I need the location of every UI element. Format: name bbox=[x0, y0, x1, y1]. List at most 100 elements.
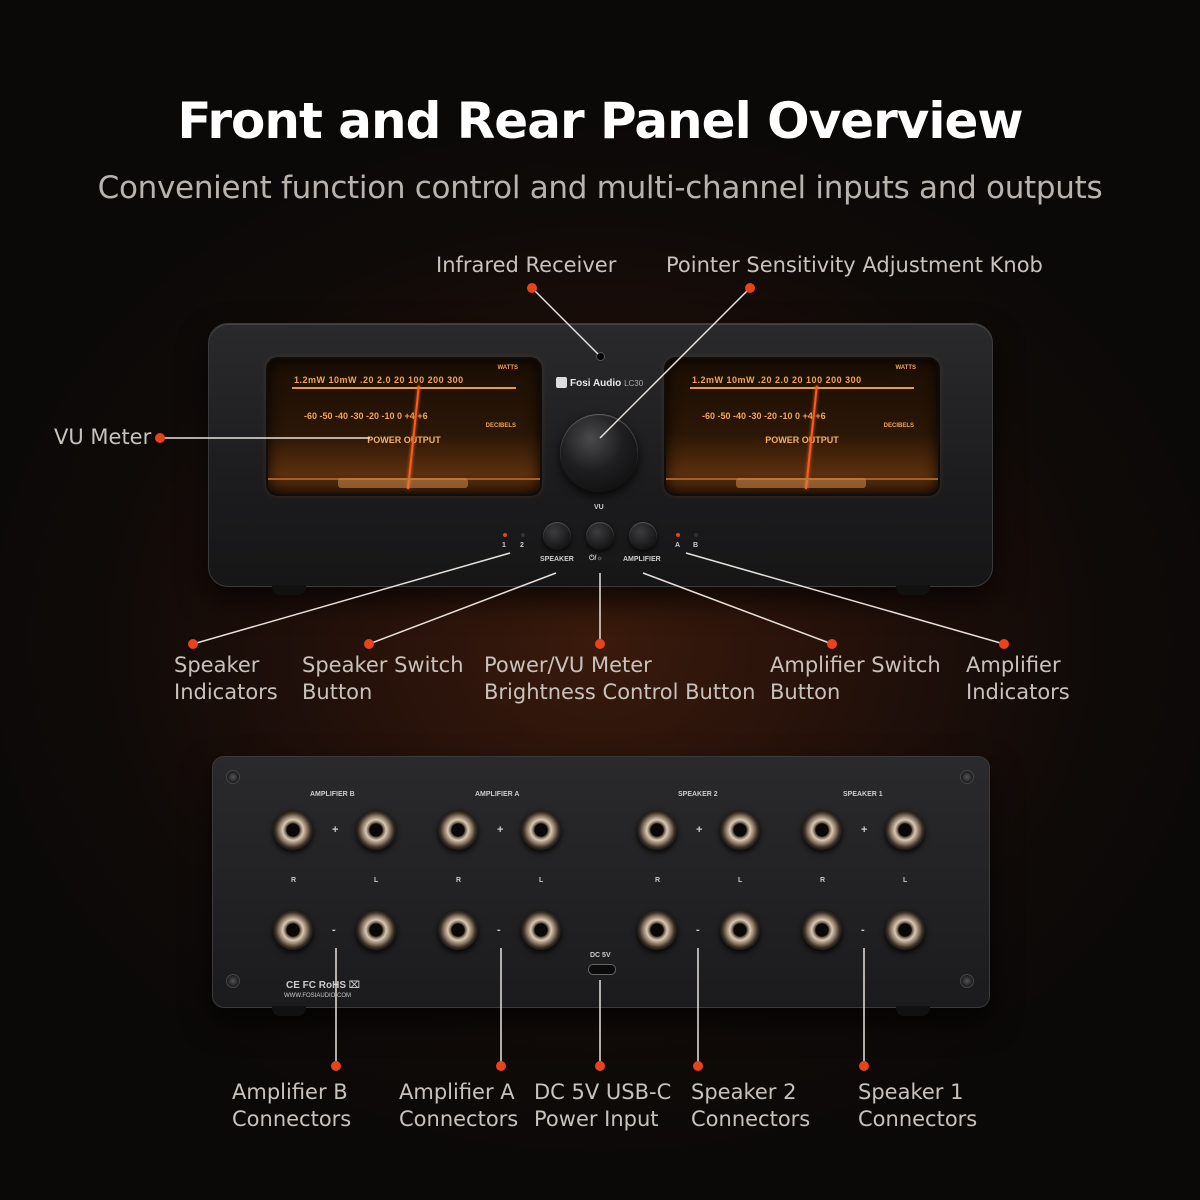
channel-r-label: R bbox=[291, 877, 297, 884]
line-speaker-switch bbox=[368, 572, 557, 645]
dot-speaker-1 bbox=[859, 1061, 869, 1071]
label-vu-meter: VU Meter bbox=[54, 425, 152, 449]
vu-backlight bbox=[338, 478, 468, 488]
binding-post[interactable] bbox=[521, 910, 561, 950]
polarity-minus: - bbox=[497, 924, 501, 936]
binding-post[interactable] bbox=[438, 910, 478, 950]
vu-power-output: POWER OUTPUT bbox=[367, 435, 441, 445]
power-button-label: ⏻/☼ bbox=[589, 555, 603, 562]
binding-post[interactable] bbox=[802, 810, 842, 850]
line-amp-ind bbox=[685, 552, 1005, 645]
vu-decibels-label: DECIBELS bbox=[883, 423, 914, 429]
dot-speaker-switch bbox=[364, 639, 374, 649]
binding-post[interactable] bbox=[521, 810, 561, 850]
line-infrared bbox=[531, 287, 599, 355]
channel-l-label: L bbox=[374, 877, 379, 884]
vu-meter-left: WATTS 1.2mW 10mW .20 2.0 20 100 200 300 … bbox=[266, 357, 542, 496]
screw-icon bbox=[960, 770, 974, 784]
dot-infrared bbox=[527, 283, 537, 293]
amp-led-a bbox=[676, 533, 680, 537]
binding-post[interactable] bbox=[273, 910, 313, 950]
certification-marks: CE FC RoHS ⌧ bbox=[286, 980, 361, 991]
vu-scale-bottom: -60 -50 -40 -30 -20 -10 0 +4 +6 bbox=[304, 411, 428, 421]
binding-post[interactable] bbox=[720, 810, 760, 850]
group-label-speaker-2: SPEAKER 2 bbox=[678, 791, 718, 798]
brand-name: Fosi Audio bbox=[570, 378, 622, 389]
channel-l-label: L bbox=[539, 877, 544, 884]
binding-post[interactable] bbox=[438, 810, 478, 850]
vu-watts-label: WATTS bbox=[895, 365, 916, 371]
dot-vu bbox=[155, 433, 165, 443]
brand-logo-icon bbox=[556, 377, 567, 388]
polarity-plus: + bbox=[497, 824, 504, 836]
vu-arc bbox=[690, 387, 914, 411]
knob-label: VU bbox=[594, 504, 604, 511]
line-knob bbox=[599, 287, 751, 439]
binding-post[interactable] bbox=[273, 810, 313, 850]
binding-post[interactable] bbox=[356, 810, 396, 850]
speaker-led-1 bbox=[503, 533, 507, 537]
vu-meter-right: WATTS 1.2mW 10mW .20 2.0 20 100 200 300 … bbox=[664, 357, 940, 496]
dot-dc bbox=[595, 1061, 605, 1071]
binding-post[interactable] bbox=[356, 910, 396, 950]
line-amp-switch bbox=[642, 572, 833, 645]
dot-knob bbox=[745, 283, 755, 293]
speaker-button-label: SPEAKER bbox=[540, 556, 574, 563]
usb-c-port[interactable] bbox=[588, 964, 616, 975]
label-infrared-receiver: Infrared Receiver bbox=[436, 253, 617, 277]
binding-post[interactable] bbox=[637, 910, 677, 950]
binding-post[interactable] bbox=[720, 910, 760, 950]
sensitivity-knob[interactable] bbox=[560, 414, 638, 492]
dc-label: DC 5V bbox=[590, 952, 611, 959]
channel-r-label: R bbox=[456, 877, 462, 884]
polarity-plus: + bbox=[696, 824, 703, 836]
vu-power-output: POWER OUTPUT bbox=[765, 435, 839, 445]
dot-speaker-2 bbox=[693, 1061, 703, 1071]
channel-l-label: L bbox=[903, 877, 908, 884]
vu-decibels-label: DECIBELS bbox=[485, 423, 516, 429]
dot-amp-a bbox=[496, 1061, 506, 1071]
polarity-plus: + bbox=[332, 824, 339, 836]
speaker-ind-1-label: 1 bbox=[502, 542, 506, 549]
website-url: WWW.FOSIAUDIO.COM bbox=[284, 993, 351, 999]
front-foot-left bbox=[272, 585, 306, 595]
screw-icon bbox=[960, 974, 974, 988]
binding-post[interactable] bbox=[885, 910, 925, 950]
group-label-amp-b: AMPLIFIER B bbox=[310, 791, 355, 798]
page-subtitle: Convenient function control and multi-ch… bbox=[97, 170, 1103, 206]
front-foot-right bbox=[896, 585, 930, 595]
screw-icon bbox=[226, 974, 240, 988]
binding-post[interactable] bbox=[637, 810, 677, 850]
channel-l-label: L bbox=[738, 877, 743, 884]
amp-ind-b-label: B bbox=[693, 542, 699, 549]
polarity-minus: - bbox=[332, 924, 336, 936]
dot-amp-switch bbox=[827, 639, 837, 649]
polarity-minus: - bbox=[861, 924, 865, 936]
amp-ind-a-label: A bbox=[675, 542, 681, 549]
vu-watts-label: WATTS bbox=[497, 365, 518, 371]
speaker-ind-2-label: 2 bbox=[520, 542, 524, 549]
page-title: Front and Rear Panel Overview bbox=[177, 92, 1023, 150]
dot-power bbox=[595, 639, 605, 649]
binding-post[interactable] bbox=[802, 910, 842, 950]
amp-led-b bbox=[694, 533, 698, 537]
binding-post[interactable] bbox=[885, 810, 925, 850]
brand-logo: Fosi Audio LC30 bbox=[556, 377, 643, 389]
speaker-switch-button[interactable] bbox=[543, 522, 571, 550]
power-button[interactable] bbox=[586, 522, 614, 550]
amplifier-button-label: AMPLIFIER bbox=[623, 556, 661, 563]
vu-scale-top: 1.2mW 10mW .20 2.0 20 100 200 300 bbox=[294, 375, 464, 385]
amplifier-switch-button[interactable] bbox=[629, 522, 657, 550]
rear-foot-right bbox=[896, 1006, 930, 1016]
speaker-led-2 bbox=[521, 533, 525, 537]
group-label-speaker-1: SPEAKER 1 bbox=[843, 791, 883, 798]
